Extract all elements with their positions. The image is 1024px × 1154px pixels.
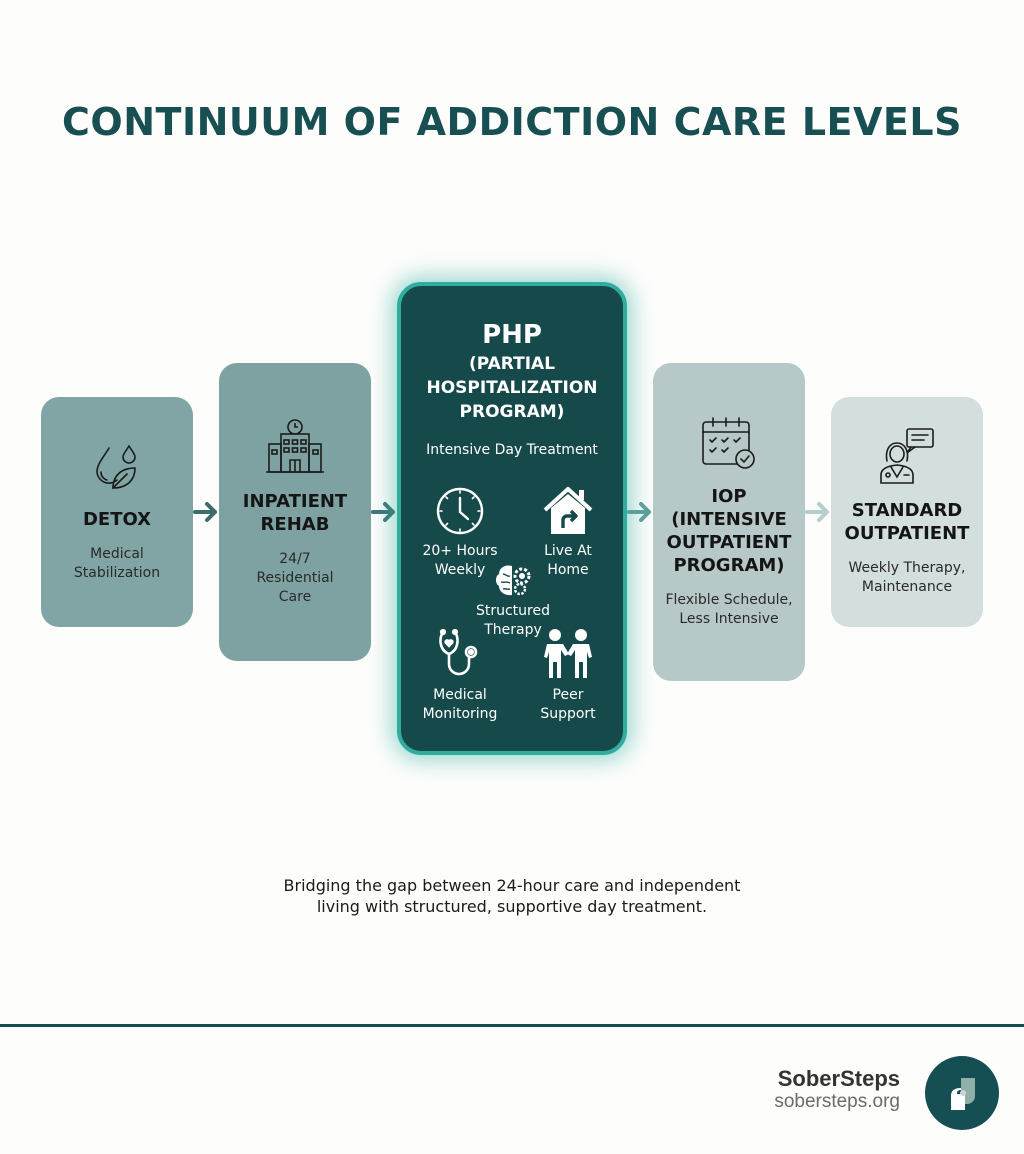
- feature-label: Monitoring: [422, 706, 498, 722]
- calendar-check-icon: [702, 417, 755, 469]
- tagline-line: living with structured, supportive day t…: [316, 897, 708, 916]
- card-full-name: (PARTIAL: [468, 354, 556, 374]
- card-title: INPATIENT: [242, 490, 348, 512]
- card-subtitle: Stabilization: [73, 564, 161, 581]
- card-title: OUTPATIENT: [844, 523, 970, 544]
- hospital-building-clock-icon: [266, 418, 324, 473]
- feature-label: Structured: [475, 603, 550, 619]
- card-subtitle: Medical: [90, 545, 144, 562]
- arrow-right-icon: [805, 502, 829, 522]
- feature-label: 20+ Hours: [422, 543, 498, 559]
- card-title: DETOX: [82, 508, 152, 530]
- card-subtitle: Care: [278, 588, 312, 605]
- page-title: CONTINUUM OF ADDICTION CARE LEVELS: [62, 100, 962, 144]
- card-iop: IOP (INTENSIVE OUTPATIENT PROGRAM) Flexi…: [653, 363, 805, 681]
- feature-label: Therapy: [484, 622, 542, 638]
- card-title: REHAB: [260, 513, 330, 535]
- clock-icon: [436, 487, 484, 535]
- card-title: (INTENSIVE: [671, 509, 787, 530]
- card-title: STANDARD: [851, 500, 963, 521]
- card-subtitle: Residential: [256, 569, 334, 586]
- feature-label: Home: [547, 562, 589, 578]
- feature-label: Medical: [433, 687, 487, 703]
- card-subtitle: Maintenance: [861, 579, 953, 595]
- feature-label: Weekly: [434, 562, 486, 578]
- stethoscope-heart-icon: [439, 628, 478, 676]
- doctor-speech-bubble-icon: [880, 428, 934, 484]
- card-title: IOP: [711, 486, 747, 507]
- card-subtitle: Less Intensive: [679, 611, 779, 627]
- card-title: PROGRAM): [673, 555, 785, 576]
- card-subtitle: 24/7: [279, 550, 311, 567]
- feature-live-at-home: Live At Home: [523, 486, 613, 580]
- card-standard-outpatient: STANDARD OUTPATIENT Weekly Therapy, Main…: [831, 397, 983, 627]
- brain-gear-icon: [496, 565, 531, 596]
- feature-medical-monitoring: Medical Monitoring: [415, 628, 505, 724]
- card-subtitle: Flexible Schedule,: [665, 592, 793, 608]
- card-php-highlighted: PHP (PARTIAL HOSPITALIZATION PROGRAM) In…: [397, 282, 627, 755]
- feature-structured-therapy: Structured Therapy: [465, 562, 561, 640]
- feature-hours: 20+ Hours Weekly: [415, 486, 505, 580]
- card-inpatient-rehab: INPATIENT REHAB 24/7 Residential Care: [219, 363, 371, 661]
- feature-label: Support: [540, 706, 596, 722]
- tagline: Bridging the gap between 24-hour care an…: [0, 875, 1024, 917]
- brand-url[interactable]: sobersteps.org: [774, 1091, 900, 1112]
- home-arrow-icon: [543, 487, 593, 534]
- brand-name: SoberSteps: [777, 1066, 900, 1091]
- footer-divider: [0, 1024, 1024, 1027]
- card-title: PHP: [482, 320, 542, 350]
- water-drops-leaf-icon: [96, 443, 136, 489]
- card-full-name: HOSPITALIZATION: [426, 378, 598, 398]
- sobersteps-logo-icon: [951, 1078, 975, 1110]
- arrow-right-icon: [371, 502, 395, 522]
- card-title: OUTPATIENT: [666, 532, 792, 553]
- feature-peer-support: Peer Support: [523, 628, 613, 724]
- card-detox: DETOX Medical Stabilization: [41, 397, 193, 627]
- feature-label: Peer: [552, 687, 584, 703]
- arrow-right-icon: [627, 502, 651, 522]
- card-full-name: PROGRAM): [459, 402, 565, 422]
- two-people-handshake-icon: [544, 629, 592, 678]
- brand-logo: [925, 1056, 999, 1130]
- card-subtitle: Intensive Day Treatment: [426, 442, 598, 458]
- feature-label: Live At: [544, 543, 592, 559]
- tagline-line: Bridging the gap between 24-hour care an…: [283, 876, 741, 895]
- card-subtitle: Weekly Therapy,: [848, 560, 966, 576]
- arrow-right-icon: [193, 502, 217, 522]
